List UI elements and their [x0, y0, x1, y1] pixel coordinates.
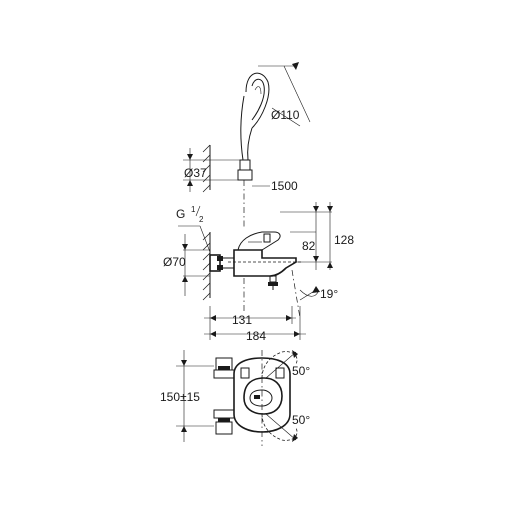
label-projection-total: 184	[246, 329, 266, 343]
dim-lever-angles: 50° 50°	[265, 350, 310, 442]
dim-spout-angle: 19°	[299, 286, 338, 301]
label-rosette-diameter: Ø70	[163, 255, 186, 269]
dim-shower-head: Ø110	[258, 62, 311, 127]
wall-section-top	[202, 144, 240, 193]
dim-thread: G 1 2	[176, 205, 211, 253]
dim-projections: 131 184	[204, 306, 306, 343]
dim-rosette: Ø70	[163, 234, 210, 296]
label-spout-angle: 19°	[320, 287, 338, 301]
dim-heights: 128 82	[280, 202, 354, 270]
label-thread-numerator: 1	[191, 205, 196, 214]
dim-holder: Ø37	[183, 148, 210, 192]
mixer-side-view	[209, 231, 302, 319]
label-holder-diameter: Ø37	[184, 166, 207, 180]
label-shower-diameter: Ø110	[271, 108, 300, 122]
hand-shower	[237, 72, 270, 228]
label-height-total: 128	[334, 233, 354, 247]
mixer-front-view	[213, 350, 298, 446]
label-angle-top: 50°	[292, 364, 310, 378]
label-thread-g: G	[176, 207, 185, 221]
dim-centers: 150±15	[160, 350, 214, 442]
label-projection-spout: 131	[232, 313, 252, 327]
label-thread-denominator: 2	[199, 215, 204, 224]
label-height-mid: 82	[302, 239, 316, 253]
dim-hose: 1500	[252, 179, 298, 193]
label-angle-bottom: 50°	[292, 413, 310, 427]
label-hose-length: 1500	[271, 179, 298, 193]
label-centers: 150±15	[160, 390, 200, 404]
